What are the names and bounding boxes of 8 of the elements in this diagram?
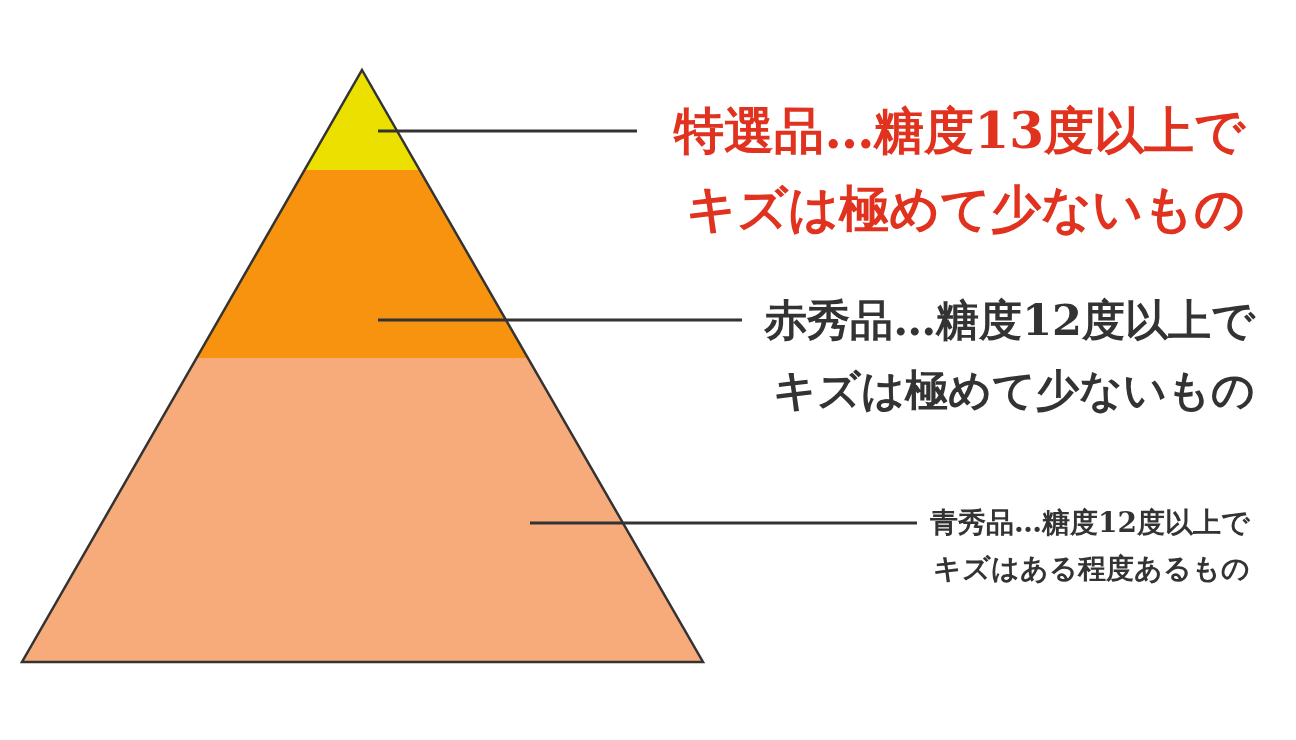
leader-line — [530, 521, 917, 525]
pyramid-bottom-band — [22, 358, 703, 662]
grade-description: 赤秀品…糖度12度以上でキズは極めて少ないもの — [750, 285, 1255, 425]
pyramid-top-band — [304, 70, 420, 170]
grade-description: 青秀品…糖度12度以上でキズはある程度あるもの — [925, 500, 1250, 592]
leader-line — [378, 318, 742, 322]
grade-description: 特選品…糖度13度以上でキズは極めて少ないもの — [645, 92, 1245, 248]
leader-line — [378, 129, 637, 133]
